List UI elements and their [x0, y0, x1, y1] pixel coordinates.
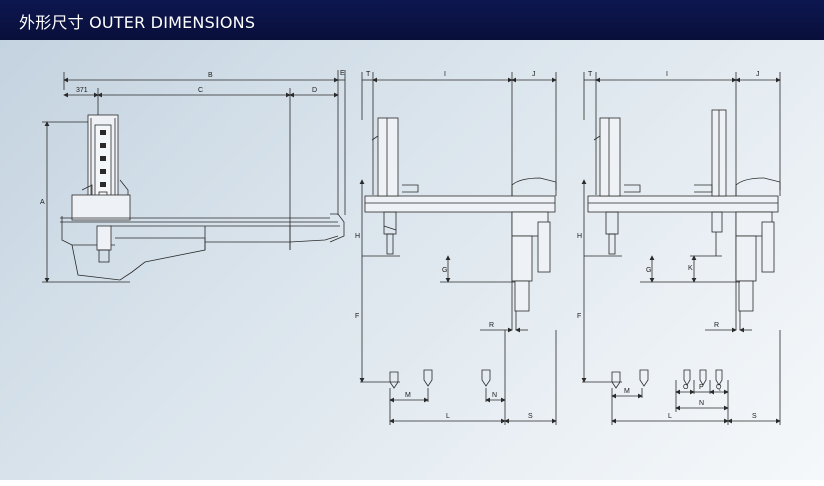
dim-label-k: K	[688, 265, 693, 272]
dim-label-t-2: T	[588, 71, 593, 78]
dim-label-e: E	[340, 70, 345, 77]
dim-label-h: H	[355, 233, 360, 240]
dim-label-d: D	[312, 87, 317, 94]
dim-label-i: I	[444, 71, 446, 78]
dim-label-g-2: G	[646, 267, 651, 274]
front-view-double-labels: T I J H G K F R M O P Q N L S	[577, 71, 760, 420]
dim-label-s-2: S	[752, 413, 757, 420]
dim-label-m: M	[405, 392, 411, 399]
front-view-double-drawing	[581, 72, 781, 425]
dim-label-c: C	[198, 87, 203, 94]
dim-label-f-2: F	[577, 313, 581, 320]
side-view-drawing	[42, 70, 346, 283]
side-view-labels: B E 371 C D A	[40, 70, 345, 206]
front-view-single-drawing	[359, 72, 557, 425]
dim-label-s: S	[528, 413, 533, 420]
dim-label-r: R	[489, 322, 494, 329]
dim-label-r-2: R	[714, 322, 719, 329]
page-title: 外形尺寸 OUTER DIMENSIONS	[19, 13, 256, 32]
dim-label-g: G	[442, 267, 447, 274]
dim-label-t: T	[366, 71, 371, 78]
dim-label-i-2: I	[666, 71, 668, 78]
dim-label-p: P	[699, 384, 704, 391]
dim-label-b: B	[208, 72, 213, 79]
dim-label-j-2: J	[756, 71, 760, 78]
dim-label-n-2: N	[699, 400, 704, 407]
dim-label-o: O	[683, 384, 689, 391]
dim-label-l-2: L	[668, 413, 672, 420]
front-view-single-labels: T I J H G F R M N L S	[355, 71, 536, 420]
dim-label-h-2: H	[577, 233, 582, 240]
dim-label-a: A	[40, 199, 45, 206]
dim-label-j: J	[532, 71, 536, 78]
dim-label-m-2: M	[624, 388, 630, 395]
dim-label-q: Q	[716, 384, 722, 391]
dim-label-n: N	[492, 392, 497, 399]
dim-label-371: 371	[76, 87, 88, 94]
dim-label-l: L	[446, 413, 450, 420]
page-header: 外形尺寸 OUTER DIMENSIONS	[0, 0, 824, 40]
dim-label-f: F	[355, 313, 359, 320]
bottom-strip	[0, 480, 824, 486]
